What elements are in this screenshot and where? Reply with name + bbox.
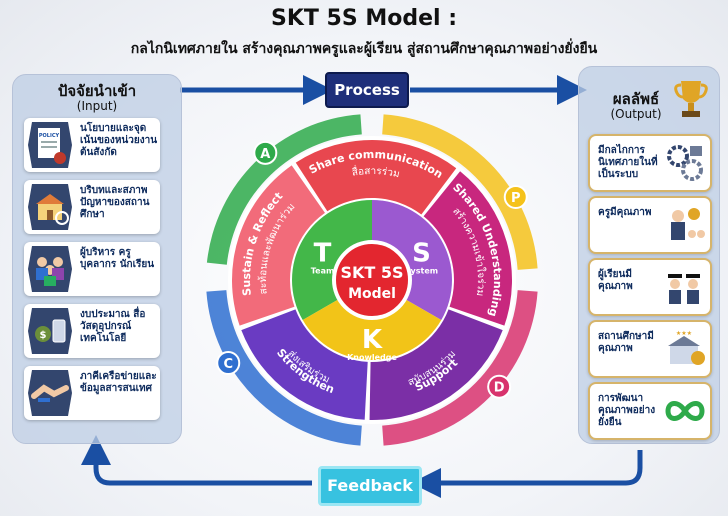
trophy-icon xyxy=(674,81,708,117)
infinity-icon xyxy=(665,401,705,421)
input-item-resources: $ งบประมาณ สื่อ วัสดุอุปกรณ์ เทคโนโลยี xyxy=(24,304,160,358)
budget-device-icon: $ xyxy=(28,308,72,354)
ring-segment-th-label: สื่อสารร่วม xyxy=(351,164,401,180)
input-item-label: ภาคีเครือข่ายและข้อมูลสารสนเทศ xyxy=(80,371,157,394)
output-item-student: ผู้เรียนมีคุณภาพ xyxy=(588,258,712,316)
core-word: Knowledge xyxy=(347,353,397,362)
process-button[interactable]: Process xyxy=(325,72,409,108)
cycle-letter-p: P xyxy=(511,191,521,206)
output-panel-title: ผลลัพธ์ xyxy=(612,90,660,108)
cycle-arc-d xyxy=(382,290,538,446)
ring-segment xyxy=(369,309,503,420)
output-item-label: สถานศึกษามีคุณภาพ xyxy=(598,331,654,354)
core-word: Team xyxy=(311,267,335,276)
svg-text:$: $ xyxy=(40,330,47,341)
ring-segment xyxy=(423,171,512,326)
output-panel-subtitle: (Output) xyxy=(610,107,662,121)
cycle-arc-a xyxy=(206,114,362,265)
school-building-icon xyxy=(28,184,72,230)
output-item-teacher: ครูมีคุณภาพ xyxy=(588,196,712,254)
graduates-icon xyxy=(668,274,700,304)
output-item-mechanism: มีกลไกการนิเทศภายในที่เป็นระบบ xyxy=(588,134,712,192)
cycle-letter-a: A xyxy=(260,147,270,162)
model-center-line2: Model xyxy=(348,286,396,302)
cycle-letter-d: D xyxy=(494,381,505,396)
handshake-icon xyxy=(28,370,72,416)
ring-segment xyxy=(295,140,457,215)
people-group-icon xyxy=(28,246,72,292)
output-item-label: ครูมีคุณภาพ xyxy=(598,207,652,218)
quality-school-icon: ★★★ xyxy=(668,330,705,365)
input-item-network: ภาคีเครือข่ายและข้อมูลสารสนเทศ xyxy=(24,366,160,420)
diagram-subtitle: กลไกนิเทศภายใน สร้างคุณภาพครูและผู้เรียน… xyxy=(130,41,598,57)
output-to-feedback-arrow xyxy=(411,450,643,498)
output-item-sustainable: การพัฒนาคุณภาพอย่างยั่งยืน xyxy=(588,382,712,440)
diagram-title: SKT 5S Model : xyxy=(270,6,458,31)
cycle-badge-p xyxy=(503,185,528,209)
input-item-context: บริบทและสภาพปัญหาของสถานศึกษา xyxy=(24,180,160,234)
core-letter: K xyxy=(362,325,383,355)
input-panel-subtitle: (Input) xyxy=(76,99,118,113)
cycle-badge-d xyxy=(487,374,512,399)
input-item-people: ผู้บริหาร ครู บุคลากร นักเรียน xyxy=(24,242,160,296)
teacher-icon xyxy=(671,208,705,240)
input-item-label: ผู้บริหาร ครู บุคลากร นักเรียน xyxy=(80,247,155,270)
input-item-policy: POLICY นโยบายและจุดเน้นของหน่วยงานต้นสัง… xyxy=(24,118,160,172)
ring-segment xyxy=(232,165,325,326)
core-letter: S xyxy=(412,239,431,269)
cycle-letter-c: C xyxy=(223,357,233,372)
core-letter: T xyxy=(314,239,332,269)
input-item-label: บริบทและสภาพปัญหาของสถานศึกษา xyxy=(80,185,150,220)
output-item-label: ผู้เรียนมีคุณภาพ xyxy=(598,269,633,292)
output-item-school: สถานศึกษามีคุณภาพ ★★★ xyxy=(588,320,712,378)
model-center-line1: SKT 5S xyxy=(340,263,403,282)
output-panel: ผลลัพธ์ (Output) xyxy=(578,66,720,444)
ring-segment xyxy=(241,309,368,420)
policy-document-icon: POLICY xyxy=(28,122,72,168)
output-item-label: การพัฒนาคุณภาพอย่างยั่งยืน xyxy=(598,393,656,428)
input-panel-title: ปัจจัยนำเข้า xyxy=(57,82,137,100)
svg-text:★★★: ★★★ xyxy=(676,330,692,337)
feedback-button[interactable]: Feedback xyxy=(318,466,422,506)
policy-badge: POLICY xyxy=(39,133,60,139)
input-item-label: งบประมาณ สื่อ วัสดุอุปกรณ์ เทคโนโลยี xyxy=(80,309,146,344)
input-item-label: นโยบายและจุดเน้นของหน่วยงานต้นสังกัด xyxy=(80,123,158,158)
feedback-to-input-arrow xyxy=(81,435,312,486)
cycle-badge-a xyxy=(253,140,278,165)
model-center xyxy=(332,240,412,320)
gears-puzzle-icon xyxy=(667,145,703,181)
core-word: System xyxy=(405,267,438,276)
output-item-label: มีกลไกการนิเทศภายในที่เป็นระบบ xyxy=(598,145,658,180)
cycle-badge-c xyxy=(216,351,241,375)
